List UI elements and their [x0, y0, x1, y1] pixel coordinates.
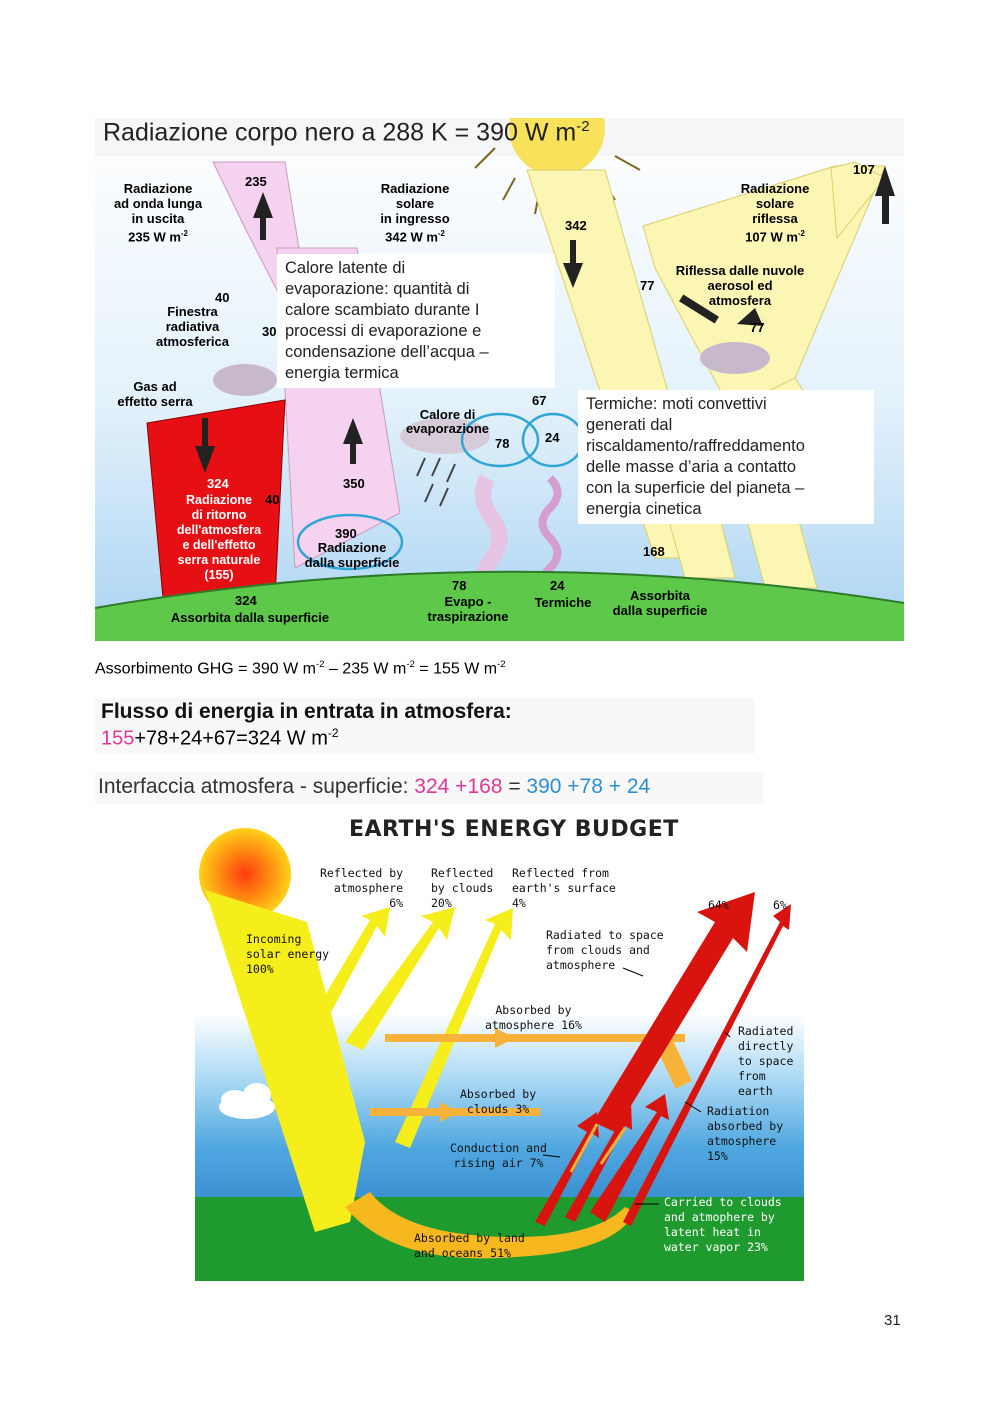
num-24: 24 [545, 430, 560, 445]
figure1-title-exp: -2 [576, 118, 590, 135]
ghg-absorption-line: Assorbimento GHG = 390 W m-2 – 235 W m-2… [95, 659, 506, 678]
num-78b: 78 [452, 578, 467, 593]
label-absorbed-left: Assorbita dalla superficie [170, 610, 330, 625]
flux-equation: 155+78+24+67=324 W m-2 [101, 726, 339, 750]
earth-energy-budget-graphic [195, 812, 804, 1281]
figure1-title-text: Radiazione corpo nero a 288 K = 390 W m [103, 118, 577, 147]
label-evapo: Evapo - traspirazione [427, 594, 509, 624]
note-latent-heat: Calore latente di evaporazione: quantità… [277, 254, 555, 388]
ground-surface [95, 571, 904, 641]
label-surface-radiation: Radiazione dalla superficie [304, 540, 400, 570]
absorbed-land-band [345, 1192, 635, 1259]
num-30: 30 [262, 324, 277, 339]
label-radiated-space: Radiated to space from clouds and atmosp… [546, 928, 664, 972]
label-atm-window: Finestra radiativa atmosferica [156, 304, 229, 349]
label-radiated-direct: Radiated directly to space from earth [738, 1024, 794, 1098]
interface-panel: Interfaccia atmosfera - superficie: 324 … [95, 772, 763, 804]
page-number: 31 [884, 1312, 901, 1329]
label-evaporation-heat: Calore di evaporazione [405, 407, 490, 436]
label-conduction: Conduction and rising air 7% [450, 1141, 547, 1170]
label-incoming-solar-energy: Incoming solar energy 100% [246, 932, 330, 976]
incoming-solar-arrow [205, 890, 365, 1232]
num-107: 107 [853, 162, 875, 177]
label-absorbed-land: Absorbed by land and oceans 51% [414, 1231, 525, 1260]
cloud-icon [219, 1083, 275, 1119]
num-235: 235 [245, 174, 267, 189]
label-thermals: Termiche [534, 595, 592, 610]
num-77a: 77 [640, 278, 655, 293]
label-back-radiation: Radiazione di ritorno dell'atmosfera e d… [176, 493, 262, 582]
figure-earth-energy-budget: EARTH'S ENERGY BUDGET Incoming solar ene… [195, 812, 804, 1281]
note-thermals: Termiche: moti convettivi generati dal r… [578, 390, 874, 524]
num-24b: 24 [550, 578, 565, 593]
radiated-direct-arrow [623, 904, 791, 1226]
figure-radiation-balance: Radiazione corpo nero a 288 K = 390 W m-… [95, 118, 904, 641]
num-77b: 77 [750, 320, 765, 335]
label-absorbed-clouds: Absorbed by clouds 3% [460, 1087, 537, 1116]
num-324b: 324 [235, 593, 257, 608]
flux-title: Flusso di energia in entrata in atmosfer… [101, 700, 512, 723]
num-40b: 40 [265, 492, 280, 507]
num-324: 324 [207, 476, 229, 491]
radiated-space-big-arrow [593, 892, 755, 1132]
flux-panel: Flusso di energia in entrata in atmosfer… [95, 698, 755, 754]
num-350: 350 [343, 476, 365, 491]
interface-equation: Interfaccia atmosfera - superficie: 324 … [98, 775, 651, 798]
num-67: 67 [532, 393, 547, 408]
label-radiation-absorbed: Radiation absorbed by atmosphere 15% [707, 1104, 784, 1163]
num-168: 168 [643, 544, 665, 559]
label-greenhouse-gas: Gas ad effetto serra [117, 379, 193, 409]
label-64-percent: 64% [708, 898, 729, 912]
num-342: 342 [565, 218, 587, 233]
label-reflected-surface: Reflected from earth's surface 4% [512, 866, 616, 910]
label-carried-latent: Carried to clouds and atmophere by laten… [664, 1195, 782, 1254]
figure2-title: EARTH'S ENERGY BUDGET [349, 817, 679, 842]
num-390: 390 [335, 526, 357, 541]
label-absorbed-atmosphere: Absorbed by atmosphere 16% [485, 1003, 582, 1032]
label-6-percent: 6% [773, 898, 787, 912]
num-40a: 40 [215, 290, 230, 305]
num-78: 78 [495, 436, 510, 451]
label-reflected-clouds: Riflessa dalle nuvole aerosol ed atmosfe… [675, 263, 805, 308]
label-reflected-clouds: Reflected by clouds 20% [431, 866, 494, 910]
figure1-title: Radiazione corpo nero a 288 K = 390 W m-… [103, 118, 590, 147]
label-absorbed-right: Assorbita dalla superficie [612, 588, 708, 618]
label-reflected-atmosphere: Reflected by atmosphere 6% [320, 866, 404, 910]
